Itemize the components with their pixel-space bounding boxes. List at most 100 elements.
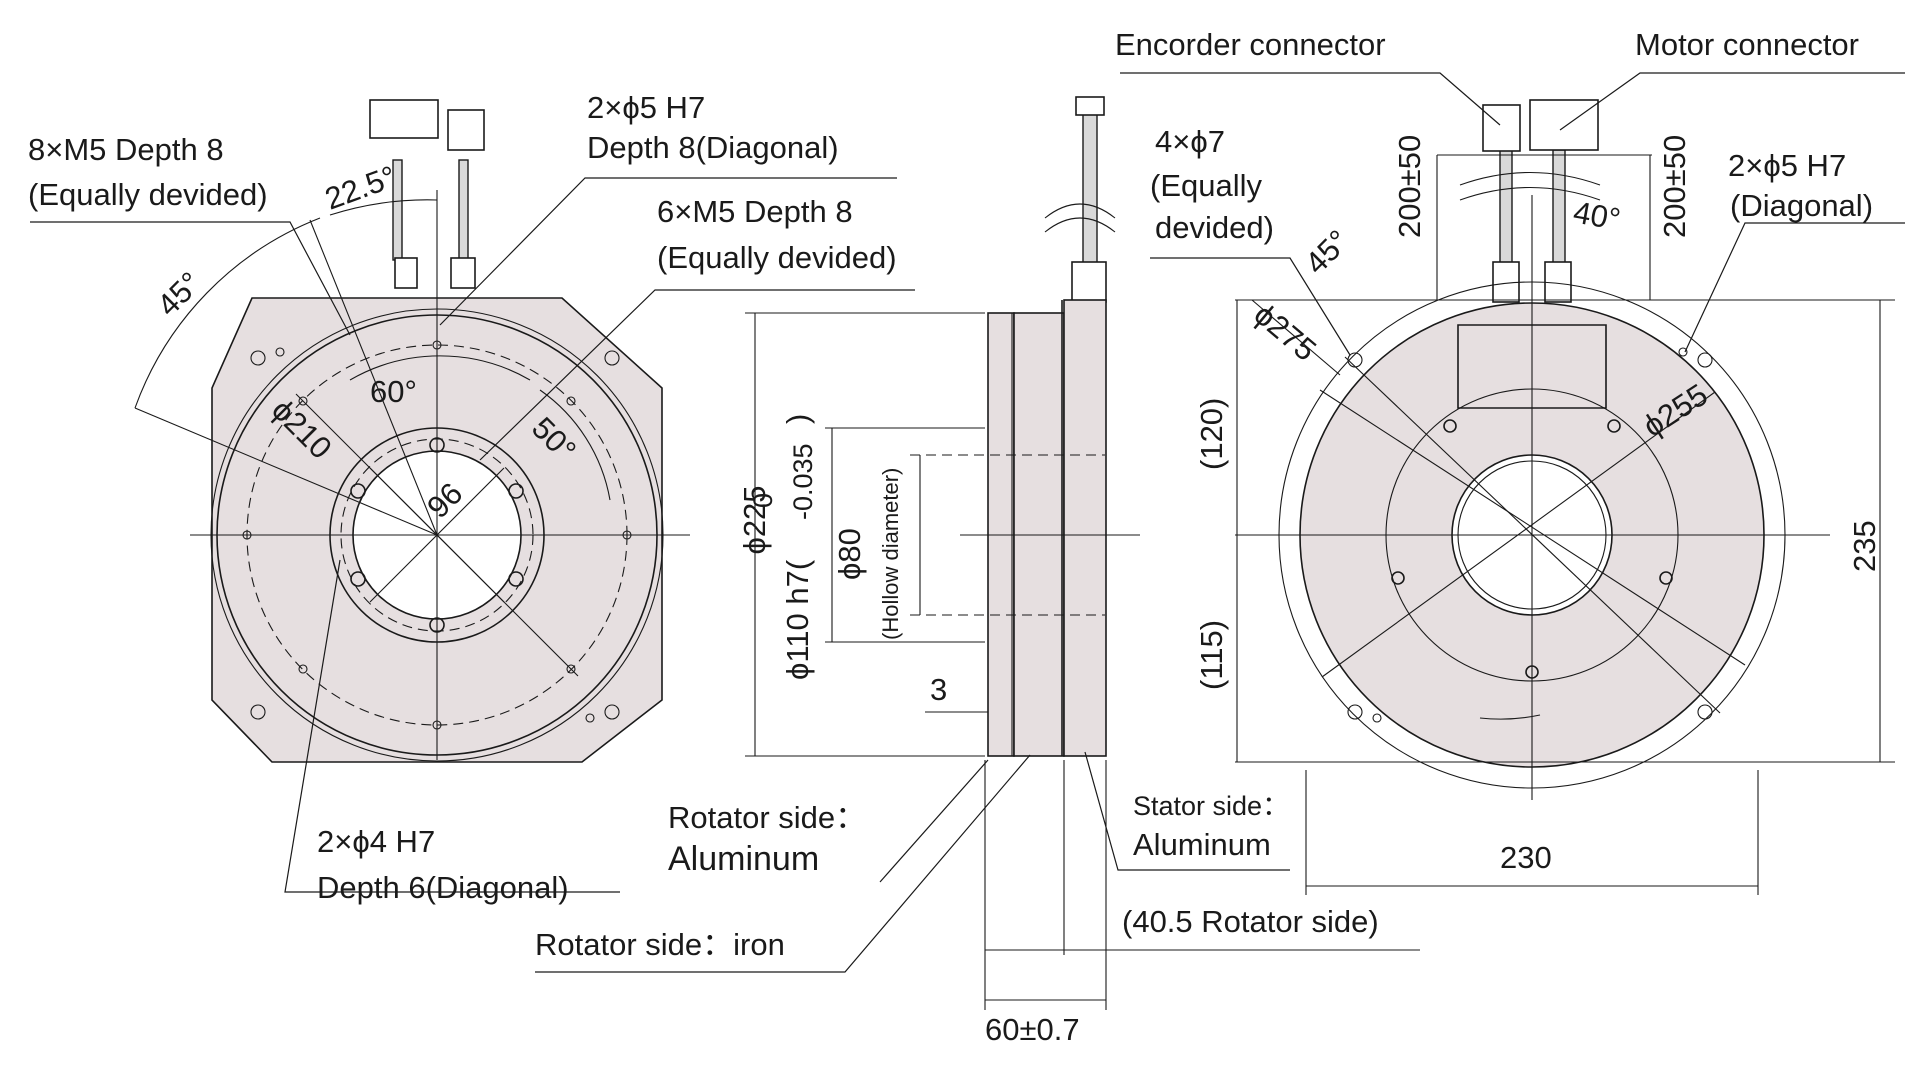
leader-h7-4 xyxy=(284,559,620,893)
leader-h7-5 xyxy=(439,177,897,326)
stator-aluminum xyxy=(1063,299,1107,757)
label-rotator-al-1: Rotator side： xyxy=(668,800,866,835)
label-tol-lower: -0.035 xyxy=(788,443,818,520)
dim-line-255 xyxy=(1319,389,1746,666)
h7-pin-hole xyxy=(1372,713,1382,723)
phi7-hole xyxy=(1697,704,1713,720)
label-dim-3: 3 xyxy=(930,672,947,707)
m5-inner-hole xyxy=(350,483,366,499)
front-m5-holes-8 xyxy=(242,340,632,730)
label-dim-235: 235 xyxy=(1847,520,1882,572)
label-phi7-sub2: devided) xyxy=(1155,210,1274,245)
rear-break-mark xyxy=(1459,187,1601,201)
label-phi7-sub1: (Equally xyxy=(1150,168,1262,203)
dim-line-210 xyxy=(295,393,579,677)
label-h7-4-sub: Depth 6(Diagonal) xyxy=(317,870,569,905)
leader-rotator-al xyxy=(879,759,989,883)
m5-hole xyxy=(566,396,576,406)
front-corner-holes xyxy=(250,347,620,723)
label-len-left: 200±50 xyxy=(1392,135,1427,238)
m5-hole xyxy=(432,340,442,350)
phi7-hole xyxy=(1347,352,1363,368)
corner-hole xyxy=(604,704,620,720)
rear-motor-gland xyxy=(1544,261,1572,303)
front-view: 8×M5 Depth 8 (Equally devided) 2×ϕ5 H7 D… xyxy=(28,90,915,905)
label-dim-rotator-side: (40.5 Rotator side) xyxy=(1122,904,1379,939)
m5-inner-hole xyxy=(350,571,366,587)
rear-encoder-gland xyxy=(1492,261,1520,303)
motor-cable xyxy=(458,159,469,261)
rear-bolt xyxy=(1391,571,1405,585)
rear-bolt xyxy=(1525,665,1539,679)
dim-line-275 xyxy=(1251,299,1341,376)
encoder-connector-icon xyxy=(1482,104,1521,152)
label-motor-connector: Motor connector xyxy=(1635,27,1859,62)
label-phi7: 4×ϕ7 xyxy=(1155,124,1225,159)
motor-gland xyxy=(450,257,476,289)
phi7-hole xyxy=(1347,704,1363,720)
motor-connector-icon xyxy=(1529,99,1599,151)
label-h7-5-sub: Depth 8(Diagonal) xyxy=(587,130,839,165)
front-cables xyxy=(369,99,485,289)
m5-inner-hole xyxy=(429,617,445,633)
side-cable xyxy=(1082,99,1098,271)
rear-motor-cable xyxy=(1552,149,1566,271)
leader-m5-6 xyxy=(479,289,915,461)
label-angle-45-rear: 45° xyxy=(1298,223,1356,281)
rear-bolt xyxy=(1607,419,1621,433)
angle-arc-22-5 xyxy=(329,199,438,216)
label-dia-275: ϕ275 xyxy=(1248,297,1323,368)
label-hollow: (Hollow diameter) xyxy=(878,468,903,640)
label-m5-6-sub: (Equally devided) xyxy=(657,240,897,275)
rear-view: Encorder connector Motor connector 4×ϕ7 … xyxy=(1115,27,1905,895)
leader-45-ray xyxy=(134,407,438,536)
m5-hole xyxy=(298,664,308,674)
rear-holes xyxy=(1347,347,1713,723)
m5-hole xyxy=(298,396,308,406)
m5-hole xyxy=(622,530,632,540)
m5-inner-hole xyxy=(508,571,524,587)
label-h7-5-rear: 2×ϕ5 H7 xyxy=(1728,148,1846,183)
rear-diag-1 xyxy=(1344,356,1721,714)
encoder-plug-icon xyxy=(369,99,439,139)
encoder-gland xyxy=(394,257,418,289)
corner-hole xyxy=(250,350,266,366)
leader-motor xyxy=(1559,72,1905,131)
label-dim-115: (115) xyxy=(1194,620,1229,690)
side-plug-icon xyxy=(1075,96,1105,116)
label-h7-4: 2×ϕ4 H7 xyxy=(317,824,435,859)
label-dim-60: 60±0.7 xyxy=(985,1012,1080,1047)
side-break-mark xyxy=(1044,203,1116,219)
label-m5-8-sub: (Equally devided) xyxy=(28,177,268,212)
label-tol-close: ) xyxy=(780,414,815,424)
m5-hole xyxy=(242,530,252,540)
leader-h7-rear xyxy=(1684,222,1905,353)
side-gland xyxy=(1071,261,1107,303)
rear-break-mark xyxy=(1459,172,1601,186)
label-angle-22-5: 22.5° xyxy=(320,159,400,217)
label-tol-upper: 0 xyxy=(748,493,778,508)
label-dim-230: 230 xyxy=(1500,840,1552,875)
label-dia-225: ϕ225 xyxy=(737,485,772,554)
label-h7-5: 2×ϕ5 H7 xyxy=(587,90,705,125)
leader-rotator-iron xyxy=(535,754,1031,973)
leader-m5-8 xyxy=(30,221,351,336)
label-angle-40: 40° xyxy=(1571,194,1623,237)
label-dim-120: (120) xyxy=(1194,398,1229,470)
h7-pin-hole xyxy=(1678,347,1688,357)
rear-bolt xyxy=(1443,419,1457,433)
phi7-hole xyxy=(1697,352,1713,368)
label-stator-1: Stator side： xyxy=(1133,791,1289,821)
m5-inner-hole xyxy=(508,483,524,499)
leader-encoder xyxy=(1120,72,1501,126)
label-dia-80: ϕ80 xyxy=(832,528,867,580)
leader-22-5-ray xyxy=(309,219,438,536)
label-m5-8: 8×M5 Depth 8 xyxy=(28,132,224,167)
leader-stator xyxy=(1084,751,1290,871)
angle-arc-45 xyxy=(134,217,321,409)
label-encoder-connector: Encorder connector xyxy=(1115,27,1386,62)
label-rotator-iron: Rotator side：iron xyxy=(535,927,785,962)
label-angle-60: 60° xyxy=(370,374,417,409)
